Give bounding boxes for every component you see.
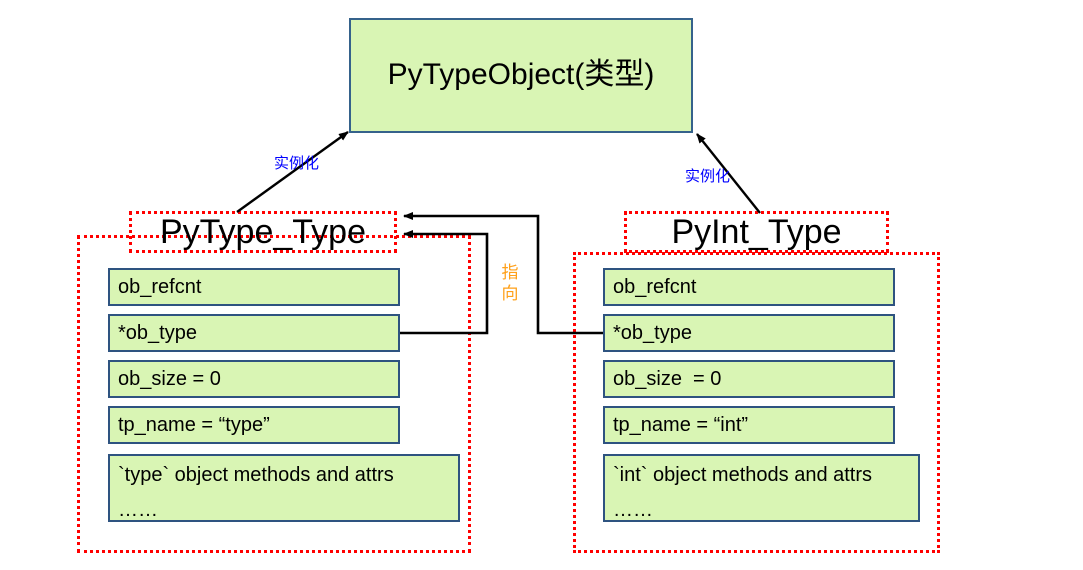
field-label-ellipsis: …… xyxy=(613,499,653,521)
struct-title-pyint-type: PyInt_Type xyxy=(624,211,889,253)
field-pytype-ob-type: *ob_type xyxy=(108,314,400,352)
field-pyint-ob-refcnt: ob_refcnt xyxy=(603,268,895,306)
field-label: tp_name = “type” xyxy=(118,413,270,436)
group-box-pytype-type xyxy=(77,235,471,553)
label-instantiate-right: 实例化 xyxy=(685,168,731,185)
field-pyint-tp-name: tp_name = “int” xyxy=(603,406,895,444)
field-pytype-tp-name: tp_name = “type” xyxy=(108,406,400,444)
struct-title-pytype-type-label: PyType_Type xyxy=(159,212,366,251)
field-pytype-ob-size: ob_size = 0 xyxy=(108,360,400,398)
field-pyint-methods: `int` object methods and attrs …… xyxy=(603,454,920,522)
field-pytype-methods: `type` object methods and attrs …… xyxy=(108,454,460,522)
field-label: `type` object methods and attrs xyxy=(118,464,394,486)
field-pyint-ob-type: *ob_type xyxy=(603,314,895,352)
field-label: ob_size = 0 xyxy=(613,367,722,390)
struct-title-pytype-type: PyType_Type xyxy=(129,211,397,253)
field-pyint-ob-size: ob_size = 0 xyxy=(603,360,895,398)
field-label-ellipsis: …… xyxy=(118,499,158,521)
pytypeobject-label: PyTypeObject(类型) xyxy=(387,58,655,92)
field-label: *ob_type xyxy=(613,321,692,344)
pytypeobject-box: PyTypeObject(类型) xyxy=(349,18,693,133)
field-pytype-ob-refcnt: ob_refcnt xyxy=(108,268,400,306)
label-points-to: 指向 xyxy=(501,263,519,304)
label-instantiate-left: 实例化 xyxy=(274,155,320,172)
field-label: `int` object methods and attrs xyxy=(613,464,873,486)
field-label: ob_refcnt xyxy=(613,275,697,298)
field-label: ob_size = 0 xyxy=(118,367,221,390)
group-box-pyint-type xyxy=(573,252,940,553)
field-label: ob_refcnt xyxy=(118,275,202,298)
field-label: *ob_type xyxy=(118,321,197,344)
field-label: tp_name = “int” xyxy=(613,413,749,436)
struct-title-pyint-type-label: PyInt_Type xyxy=(671,212,842,251)
